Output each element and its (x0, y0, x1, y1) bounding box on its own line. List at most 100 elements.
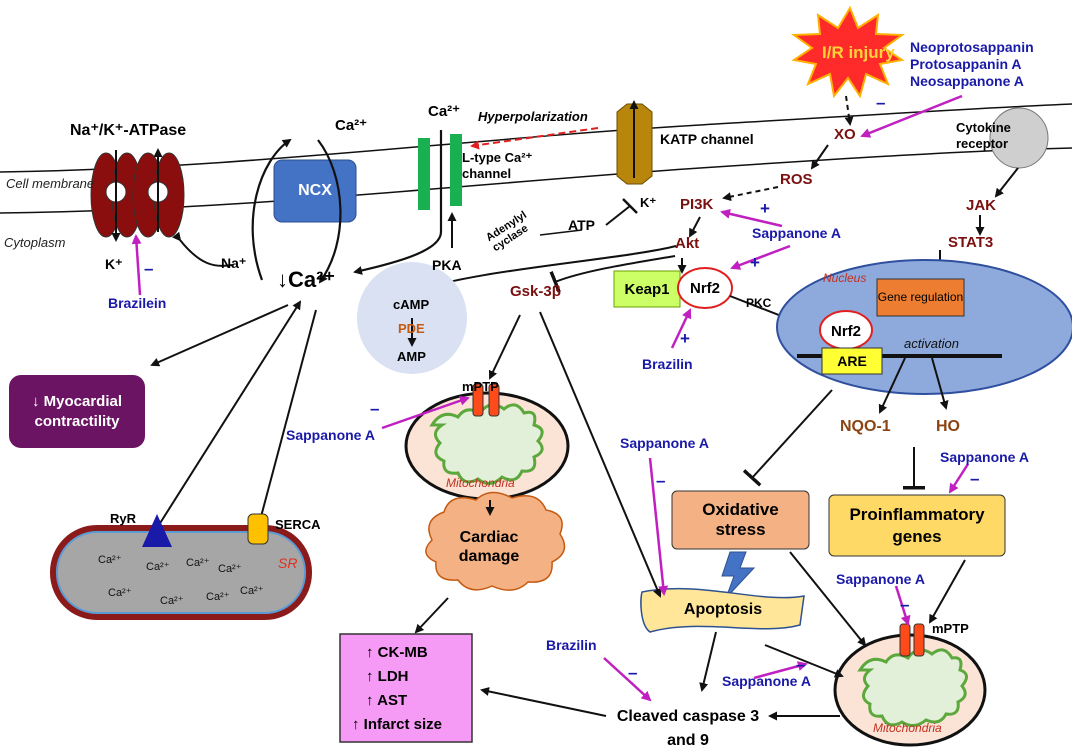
na-in-label: Na⁺ (221, 255, 247, 271)
cytoplasm-label: Cytoplasm (4, 235, 66, 250)
brazilin-to-nrf2-arrow (670, 308, 692, 349)
compound-neoprotosappanin: Neoprotosappanin (910, 39, 1034, 55)
amp-label: AMP (397, 349, 426, 364)
cell-membrane-label: Cell membrane (6, 176, 95, 191)
sr-calcium-ion-7: Ca²⁺ (206, 591, 230, 603)
sappanone-to-caspase-mito-arrow (753, 661, 808, 680)
compounds-to-xo-arrow (860, 94, 963, 138)
brazilein-to-atpase-arrow (131, 234, 142, 296)
sappanone-mptp-right-sign: – (900, 595, 910, 614)
xo-label: XO (834, 126, 856, 143)
ncx-inward-arc (251, 138, 292, 281)
compound-protosappanin-a: Protosappanin A (910, 56, 1022, 72)
ncx-outward-arc (317, 139, 342, 284)
sr-calcium-ion-4: Ca²⁺ (218, 563, 242, 575)
cardiac-damage-cloud (425, 491, 566, 591)
nak-atpase-pump (90, 148, 233, 267)
stat3-label: STAT3 (948, 234, 994, 251)
gsk3b-label: Gsk-3β (510, 283, 561, 300)
nak-atpase-label: Na⁺/K⁺-ATPase (70, 122, 187, 139)
pi3k-to-akt-arrow (689, 216, 701, 238)
ca-to-myocardial-arrow (150, 304, 289, 367)
pi3k-label: PI3K (680, 196, 714, 213)
ir-injury-burst (791, 5, 905, 99)
ncx-ca-label: Ca²⁺ (335, 117, 368, 134)
cytokine-receptor-shape (989, 107, 1049, 169)
sappanone-to-pi3k-arrow (720, 208, 783, 228)
sappanone-apoptosis-sign: – (656, 471, 666, 490)
sr-calcium-ion-8: Ca²⁺ (240, 585, 264, 597)
caspase-label: Cleaved caspase 3 and 9 (616, 708, 760, 749)
pde-label: PDE (398, 321, 425, 336)
mito-right-cristae (857, 648, 968, 727)
ros-label: ROS (780, 171, 813, 188)
atp-inhibits-katp-bar (622, 198, 638, 214)
sappanone-a-label-proinflammatory: Sappanone A (940, 449, 1029, 465)
marker-ast: ↑ AST (366, 692, 408, 709)
apoptosis-banner (640, 587, 805, 633)
k-out-label: K⁺ (105, 256, 123, 272)
gsk-to-apoptosis-arrow (539, 311, 662, 598)
akt-inhibits-gsk (549, 255, 676, 293)
compound-neosappanone-a: Neosappanone A (910, 73, 1024, 89)
ho-label: HO (936, 418, 960, 435)
proinflammatory-label: Proinflammatory genes (849, 505, 985, 546)
ryr-release-arrow (156, 300, 302, 529)
are-to-nqo1-arrow (878, 357, 906, 414)
brazilin-to-caspase-arrow (603, 657, 652, 702)
ncx-label: NCX (298, 182, 332, 199)
sappanone-a-label-mptp: Sappanone A (286, 427, 375, 443)
brazilin-nrf2-sign: + (680, 329, 690, 348)
katp-k-label: K⁺ (640, 195, 657, 210)
brazilein-sign: – (144, 259, 154, 278)
brazilin-label-caspase: Brazilin (546, 637, 597, 653)
oxidative-to-mito-arrow (789, 551, 867, 647)
sappanone-pi3k-sign: + (760, 199, 770, 218)
markers-box (339, 633, 473, 743)
are-to-ho-arrow (931, 357, 949, 410)
oxidative-stress-label: Oxidative stress (702, 499, 779, 539)
sappanone-nrf2-sign: + (750, 253, 760, 272)
ltype-ca-label: Ca²⁺ (428, 103, 461, 120)
cytokine-receptor-label: Cytokine receptor (956, 120, 1011, 151)
serca-pump (247, 513, 269, 545)
serca-label: SERCA (275, 517, 321, 532)
are-label: ARE (837, 353, 867, 369)
apoptosis-to-caspase-arrow (699, 631, 717, 692)
receptor-to-jak-arrow (994, 167, 1019, 198)
sr-calcium-ion-2: Ca²⁺ (146, 561, 170, 573)
marker-ldh: ↑ LDH (366, 668, 409, 685)
sr-calcium-ion-1: Ca²⁺ (98, 554, 122, 566)
ryr-triangle (142, 514, 172, 547)
sr-calcium-ion-3: Ca²⁺ (186, 557, 210, 569)
akt-label: Akt (675, 235, 700, 252)
caspase-to-mito-arrow (764, 644, 844, 678)
marker-ckmb: ↑ CK-MB (366, 644, 428, 661)
are-box (821, 347, 883, 375)
brazilin-label-nrf2: Brazilin (642, 356, 693, 372)
mptp-left-a (472, 383, 484, 417)
brazilein-label: Brazilein (108, 295, 167, 311)
marker-infarct-size: ↑ Infarct size (352, 716, 443, 733)
sr-calcium-ion-6: Ca²⁺ (160, 595, 184, 607)
xo-to-ros-arrow (810, 144, 829, 170)
atp-inhibits-katp (605, 205, 631, 226)
ir-to-xo-arrow (844, 95, 854, 126)
proinflammatory-box (828, 494, 1006, 557)
ltype-channel-left (418, 138, 430, 210)
sappanone-caspase-sign: – (796, 655, 806, 674)
gsk-to-mptp-arrow (488, 314, 521, 380)
compounds-inhibition-sign: – (876, 93, 886, 112)
activation-label: activation (904, 336, 959, 351)
nucleus-label: Nucleus (823, 271, 867, 285)
atp-label: ATP (568, 217, 595, 233)
serca-uptake-arrow (255, 309, 317, 530)
nrf2-nucleus-label: Nrf2 (830, 322, 861, 340)
atp-to-adenylyl (539, 229, 583, 236)
myocardial-contractility-box (9, 375, 145, 448)
sappanone-to-mptp-left-arrow (381, 395, 470, 430)
sappanone-to-mptp-right-arrow (894, 585, 911, 626)
sappanone-a-label-mptp-right: Sappanone A (836, 571, 925, 587)
camp-label: cAMP (393, 297, 430, 312)
